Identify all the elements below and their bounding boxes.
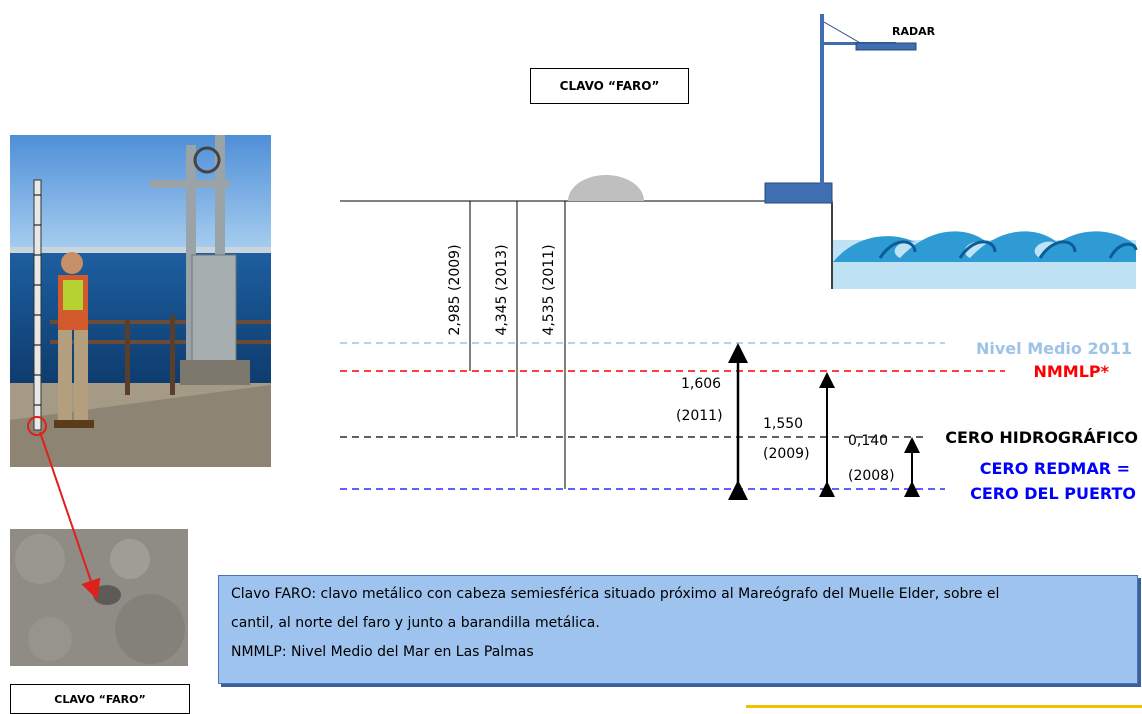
note-line-1: Clavo FARO: clavo metálico con cabeza se… xyxy=(231,586,1000,602)
footer-strip xyxy=(746,705,1142,708)
measure-label-2009: 2,985 (2009) xyxy=(447,244,463,336)
radar-label: RADAR xyxy=(892,25,936,38)
sea-waves xyxy=(833,231,1138,289)
dim-year-2011: (2011) xyxy=(676,408,723,424)
notes-box: Clavo FARO: clavo metálico con cabeza se… xyxy=(218,575,1138,684)
clavo-faro-title-box: CLAVO “FARO” xyxy=(530,68,689,104)
cero-puerto-label: CERO DEL PUERTO xyxy=(970,484,1136,503)
dim-value-1606: 1,606 xyxy=(681,376,722,392)
dim-value-0140: 0,140 xyxy=(848,433,889,449)
note-line-2: cantil, al norte del faro y junto a bara… xyxy=(231,615,600,631)
dim-year-2008: (2008) xyxy=(848,468,895,484)
cero-hidrografico-label: CERO HIDROGRÁFICO xyxy=(945,428,1138,447)
nmmlp-label: NMMLP* xyxy=(1033,362,1109,381)
clavo-head xyxy=(568,175,644,201)
dim-value-1550: 1,550 xyxy=(763,416,804,432)
nivel-medio-label: Nivel Medio 2011 xyxy=(975,339,1132,358)
note-line-3: NMMLP: Nivel Medio del Mar en Las Palmas xyxy=(231,644,534,660)
dim-year-2009: (2009) xyxy=(763,446,810,462)
measure-label-2013: 4,345 (2013) xyxy=(494,244,510,336)
harbor-photo xyxy=(10,135,271,467)
cero-redmar-label: CERO REDMAR = xyxy=(979,459,1130,478)
measure-label-2011: 4,535 (2011) xyxy=(541,244,557,336)
radar-mast xyxy=(764,14,917,204)
